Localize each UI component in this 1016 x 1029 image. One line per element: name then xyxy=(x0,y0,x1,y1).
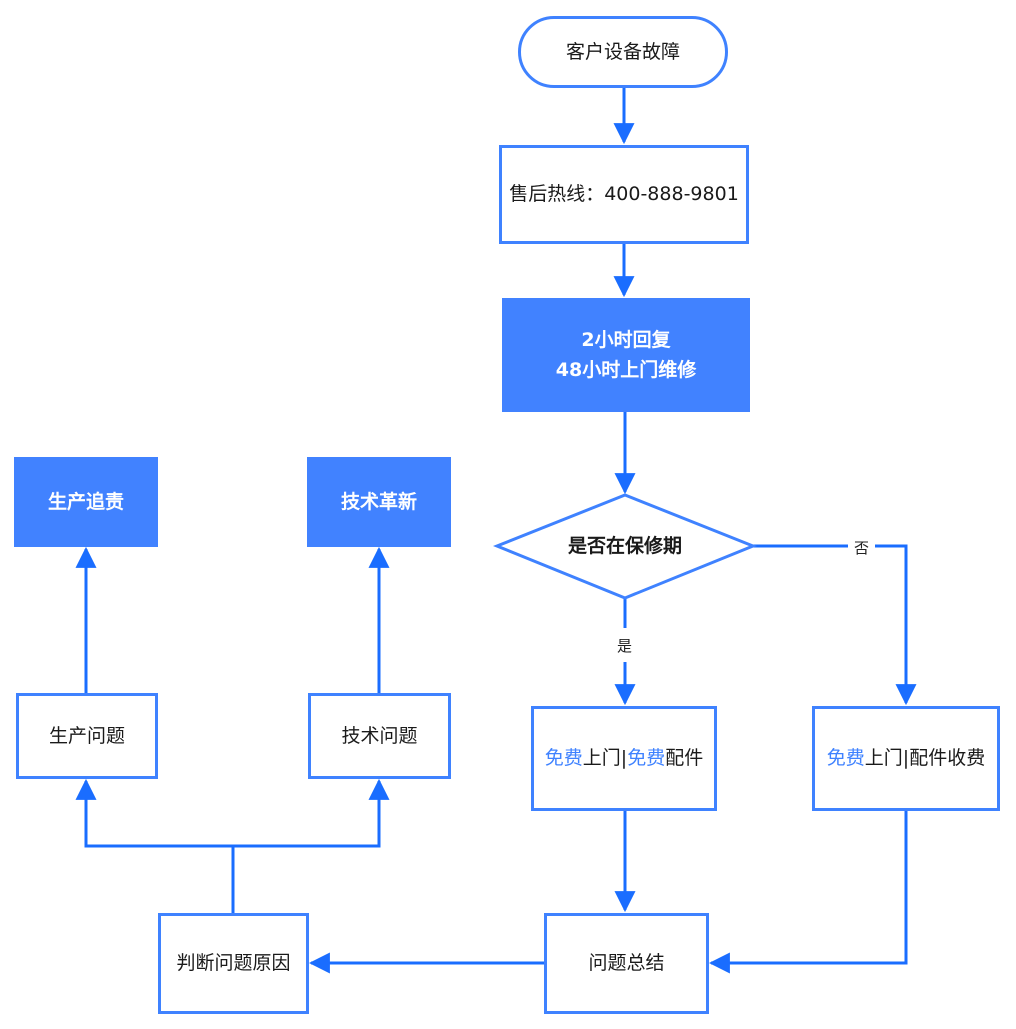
response-node[interactable]: 2小时回复 48小时上门维修 xyxy=(502,298,750,412)
hotline-label: 售后热线：400-888-9801 xyxy=(509,183,739,206)
free-service-node[interactable]: 免费上门|免费配件 xyxy=(531,706,717,811)
summary-node[interactable]: 问题总结 xyxy=(544,913,709,1014)
technical-issue-node[interactable]: 技术问题 xyxy=(308,693,451,779)
summary-label: 问题总结 xyxy=(588,952,665,975)
edge-branch-to-technical xyxy=(233,778,390,848)
response-line2: 48小时上门维修 xyxy=(555,359,697,381)
tech-innovation-node[interactable]: 技术革新 xyxy=(307,457,451,547)
edge-branch-to-production xyxy=(75,778,233,848)
warranty-decision-node[interactable]: 是否在保修期 xyxy=(540,525,710,567)
decision-diamond-shape xyxy=(492,493,758,600)
judge-cause-label: 判断问题原因 xyxy=(176,952,291,975)
paid-service-node[interactable]: 免费上门|配件收费 xyxy=(812,706,1000,811)
production-issue-node[interactable]: 生产问题 xyxy=(16,693,158,779)
start-label: 客户设备故障 xyxy=(565,40,680,63)
edge-no-path xyxy=(753,544,917,706)
paid-part-2: 上门|配件收费 xyxy=(864,747,986,770)
free-part-2: 上门| xyxy=(582,747,628,770)
start-node[interactable]: 客户设备故障 xyxy=(518,16,728,88)
hotline-node[interactable]: 售后热线：400-888-9801 xyxy=(499,145,749,244)
free-part-4: 配件 xyxy=(665,747,704,770)
production-accountability-label: 生产追责 xyxy=(47,490,124,513)
edge-label-yes: 是 xyxy=(611,635,639,656)
warranty-decision-label: 是否在保修期 xyxy=(567,534,682,557)
paid-part-1: 免费 xyxy=(826,747,865,770)
edge-paid-to-summary xyxy=(708,810,908,974)
free-service-label: 免费上门|免费配件 xyxy=(545,743,703,773)
production-accountability-node[interactable]: 生产追责 xyxy=(14,457,158,547)
paid-service-label: 免费上门|配件收费 xyxy=(827,743,985,773)
production-issue-label: 生产问题 xyxy=(48,724,125,747)
free-part-3: 免费 xyxy=(627,747,666,770)
judge-cause-node[interactable]: 判断问题原因 xyxy=(158,913,309,1014)
free-part-1: 免费 xyxy=(544,747,583,770)
tech-innovation-label: 技术革新 xyxy=(340,490,417,513)
technical-issue-label: 技术问题 xyxy=(341,724,418,747)
response-line1: 2小时回复 xyxy=(581,328,671,351)
edge-label-no: 否 xyxy=(848,537,876,558)
